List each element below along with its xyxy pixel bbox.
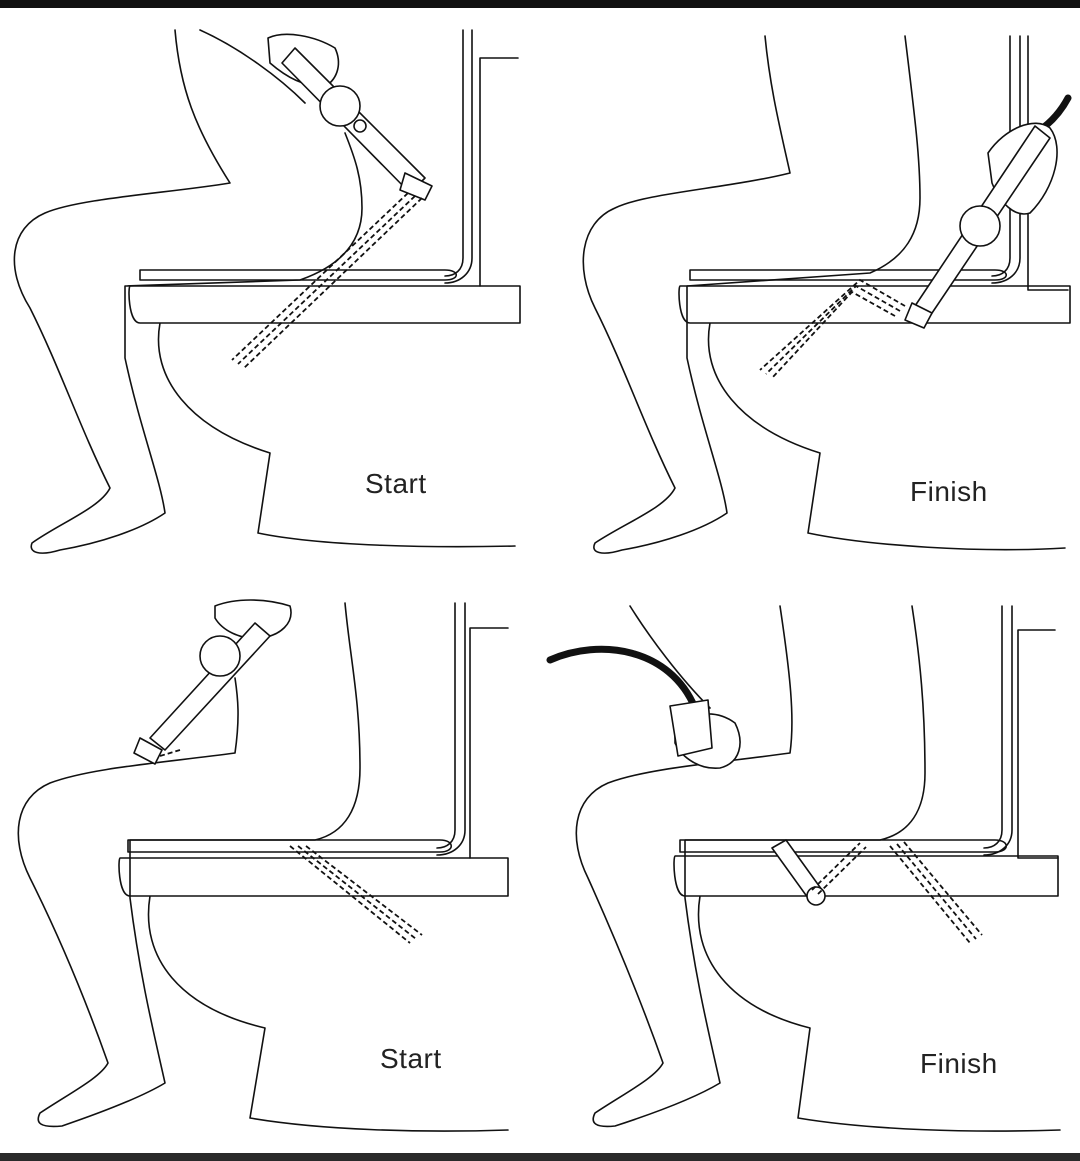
top-border-bar (0, 0, 1080, 8)
tank-wall (1017, 629, 1059, 859)
caption: Start (365, 468, 427, 499)
bidet-sprayer (133, 622, 271, 765)
person-arm (199, 29, 306, 104)
toilet-lid (127, 839, 453, 853)
toilet-bowl (707, 322, 1066, 551)
person-arm (629, 605, 711, 709)
tank-wall (479, 57, 519, 287)
water-spray (159, 749, 423, 944)
toilet-bowl (157, 322, 516, 548)
toilet-seat (128, 285, 521, 324)
tank-wall (469, 627, 509, 859)
toilet-bowl (697, 895, 1061, 1132)
illustration-rear-wash-start (13, 29, 521, 554)
toilet-seat (118, 857, 509, 897)
panel-finish-rear: Finish (540, 8, 1080, 578)
toilet-tank (991, 35, 1021, 284)
water-spray (811, 841, 983, 944)
toilet-tank (436, 602, 466, 856)
water-spray (759, 278, 906, 379)
person-body (582, 35, 921, 554)
panel-finish-front: Finish (540, 578, 1080, 1148)
person-body (575, 605, 926, 1128)
toilet-bowl (147, 895, 509, 1132)
toilet-tank (983, 605, 1013, 856)
toilet-lid (139, 269, 458, 281)
person-body (17, 602, 361, 1128)
bidet-sprayer (904, 125, 1051, 329)
caption: Finish (920, 1048, 998, 1079)
caption: Finish (910, 476, 988, 507)
toilet-seat (673, 855, 1059, 897)
toilet-lid (679, 839, 1008, 853)
bidet-sprayer (669, 699, 826, 906)
tank-wall (1027, 35, 1069, 291)
illustration-rear-wash-finish (582, 35, 1072, 554)
panel-start-rear: Start (0, 8, 540, 578)
bidet-sprayer (281, 47, 433, 201)
bottom-border-bar (0, 1153, 1080, 1161)
panel-start-front: Start (0, 578, 540, 1148)
illustration-front-wash-finish (546, 605, 1061, 1132)
person-body (13, 29, 363, 554)
hand (214, 599, 292, 640)
water-spray (231, 192, 423, 369)
caption: Start (380, 1043, 442, 1074)
illustration-front-wash-start (17, 599, 509, 1132)
toilet-seat (678, 285, 1071, 324)
toilet-tank (444, 29, 473, 284)
hose (546, 645, 699, 712)
